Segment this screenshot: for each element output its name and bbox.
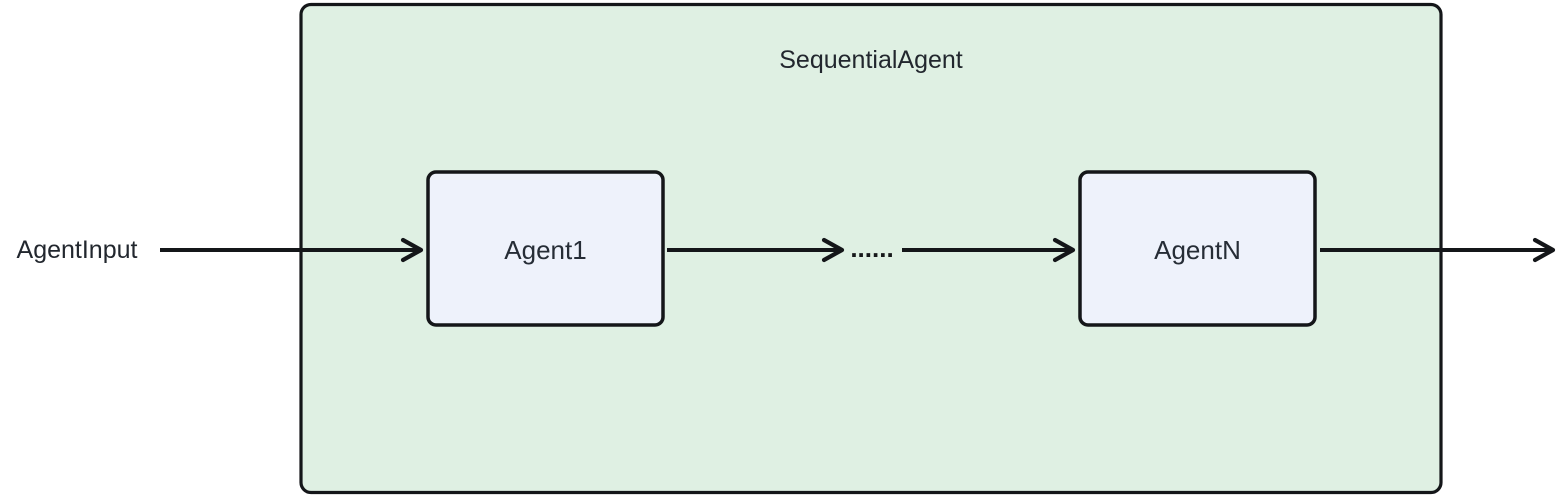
- node-agent1-box: [426, 170, 665, 327]
- node-agentn: AgentN: [1078, 170, 1317, 327]
- node-agentn-box: [1078, 170, 1317, 327]
- node-agent1: Agent1: [426, 170, 665, 327]
- node-agentn-label: AgentN: [1154, 235, 1241, 265]
- node-agent1-label: Agent1: [504, 235, 586, 265]
- edge-ellipsis-label: ......: [850, 233, 893, 263]
- agent-input-label: AgentInput: [17, 236, 138, 264]
- sequential-agent-title: SequentialAgent: [779, 46, 963, 74]
